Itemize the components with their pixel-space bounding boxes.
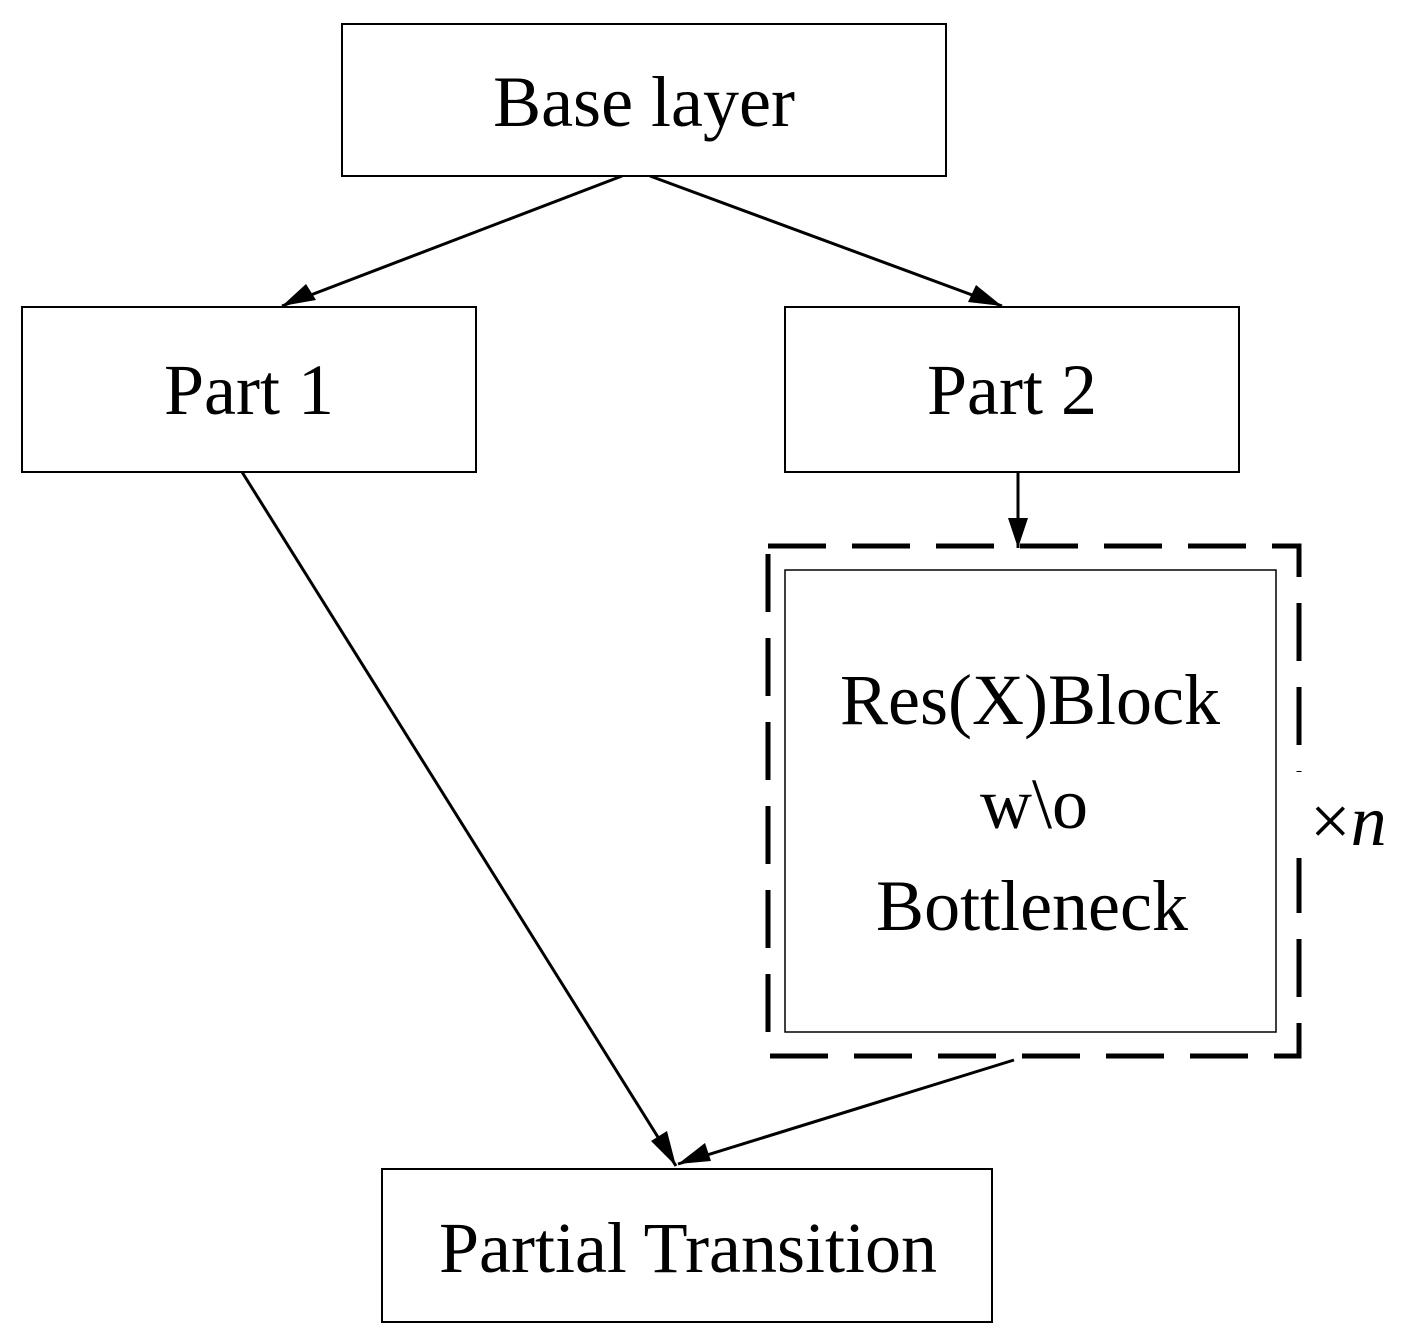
arrowhead-part2 [968,285,1002,306]
part2-box [784,306,1240,473]
edge-part1-to-transition [240,471,678,1167]
part1-box [21,306,477,473]
edge-base-to-part2 [649,174,1003,308]
repeat-times-symbol: × [1310,781,1351,861]
resx-block-box [784,569,1277,1033]
resx-block-label-line3: Bottleneck [876,866,1188,946]
base-layer-label: Base layer [493,62,795,142]
edge-block-to-transition [677,1058,1015,1166]
partial-transition-label: Partial Transition [439,1208,937,1288]
resx-block-label-line1: Res(X)Block [840,660,1220,740]
partial-transition-box [381,1168,993,1323]
part2-label: Part 2 [927,350,1097,430]
repeat-variable-n: n [1351,781,1387,861]
arrowhead-transition-right [678,1143,711,1164]
resx-block-label-line2: w\o [980,764,1088,844]
arrowhead-part1 [282,284,316,306]
arrowhead-block [1008,518,1028,548]
repeat-count-label: ×n [1310,781,1387,861]
part1-label: Part 1 [164,350,334,430]
base-layer-box [341,23,947,177]
edge-base-to-part1 [281,174,623,308]
arrowhead-transition-left [651,1131,676,1166]
repeat-frame-gap [1284,772,1314,858]
